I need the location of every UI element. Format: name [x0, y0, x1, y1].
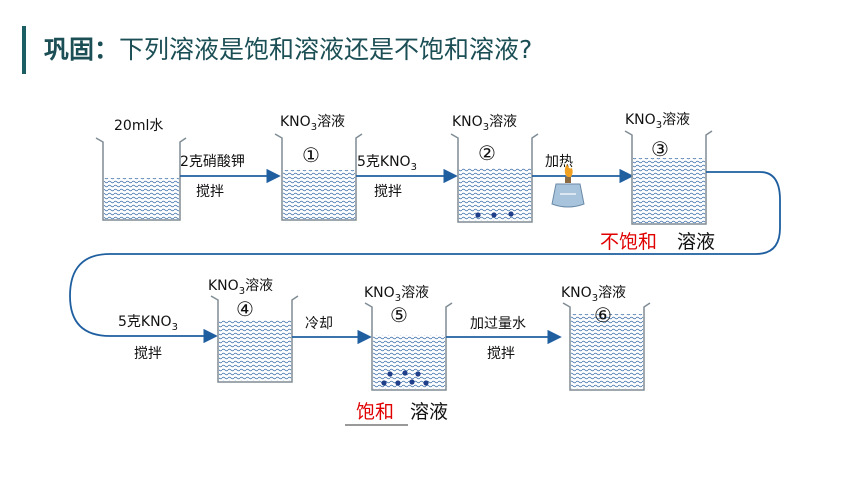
- answer-2: 饱和 溶液: [345, 401, 448, 426]
- answer-1-suffix: 溶液: [677, 231, 715, 253]
- precipitate-crystal: [381, 380, 387, 386]
- beaker-5-number: ⑤: [390, 303, 408, 327]
- beaker-5-label: KNO3溶液: [364, 285, 429, 304]
- beaker-water-label: 20ml水: [114, 118, 163, 134]
- beaker-1-label: KNO3溶液: [280, 114, 345, 133]
- answer-2-text: 饱和: [356, 401, 394, 423]
- alcohol-burner-icon: [551, 164, 585, 208]
- title-prefix: 巩固：: [44, 35, 120, 64]
- precipitate-crystal: [423, 380, 429, 386]
- precipitate-crystal: [402, 370, 408, 376]
- beaker-3: KNO3溶液 ③: [624, 112, 713, 225]
- step-6-top-label: 加过量水: [470, 316, 526, 332]
- step-6-arrow: 加过量水 搅拌: [446, 316, 562, 362]
- title-accent-bar: [22, 26, 26, 74]
- beaker-5: KNO3溶液 ⑤: [364, 285, 453, 391]
- beaker-4: KNO3溶液 ④: [208, 278, 299, 383]
- step-3-arrow: 加热: [532, 154, 634, 208]
- beaker-6: KNO3溶液 ⑥: [561, 285, 651, 391]
- beaker-1: KNO3溶液 ①: [274, 114, 363, 221]
- beaker-2-label: KNO3溶液: [452, 114, 517, 133]
- step-4-top-label: 5克KNO3: [118, 314, 178, 333]
- page-title: 巩固：下列溶液是饱和溶液还是不饱和溶液?: [44, 30, 532, 66]
- precipitate-crystal: [387, 371, 393, 377]
- precipitate-crystal: [415, 371, 421, 377]
- step-5-top-label: 冷却: [305, 316, 333, 332]
- answer-1-text: 不饱和: [600, 231, 657, 253]
- undissolved-crystal: [491, 212, 497, 218]
- step-6-bottom-label: 搅拌: [487, 346, 515, 362]
- step-1-bottom-label: 搅拌: [196, 184, 224, 200]
- beaker-6-label: KNO3溶液: [561, 285, 626, 304]
- beaker-3-number: ③: [651, 137, 669, 161]
- step-4-bottom-label: 搅拌: [134, 346, 162, 362]
- connector-curve: [69, 171, 781, 344]
- step-2-top-label: 5克KNO3: [357, 154, 417, 173]
- answer-1: 不饱和 溶液: [600, 231, 715, 255]
- step-1-arrow: 2克硝酸钾 搅拌: [180, 154, 281, 200]
- beaker-water: 20ml水: [95, 118, 187, 221]
- precipitate-crystal: [409, 379, 415, 385]
- precipitate-crystal: [395, 380, 401, 386]
- step-1-top-label: 2克硝酸钾: [180, 154, 245, 170]
- step-2-arrow: 5克KNO3 搅拌: [356, 154, 458, 200]
- beaker-6-number: ⑥: [594, 303, 612, 327]
- beaker-2-number: ②: [478, 141, 496, 165]
- undissolved-crystal: [475, 212, 481, 218]
- beaker-4-label: KNO3溶液: [208, 278, 273, 297]
- title-text: 下列溶液是饱和溶液还是不饱和溶液?: [119, 35, 533, 64]
- beaker-1-number: ①: [302, 143, 320, 167]
- answer-2-suffix: 溶液: [410, 401, 448, 423]
- undissolved-crystal: [508, 211, 514, 217]
- step-5-arrow: 冷却: [292, 316, 372, 345]
- beaker-4-number: ④: [236, 297, 254, 321]
- beaker-2: KNO3溶液 ②: [450, 114, 539, 223]
- beaker-3-label: KNO3溶液: [625, 112, 690, 131]
- step-2-bottom-label: 搅拌: [374, 184, 402, 200]
